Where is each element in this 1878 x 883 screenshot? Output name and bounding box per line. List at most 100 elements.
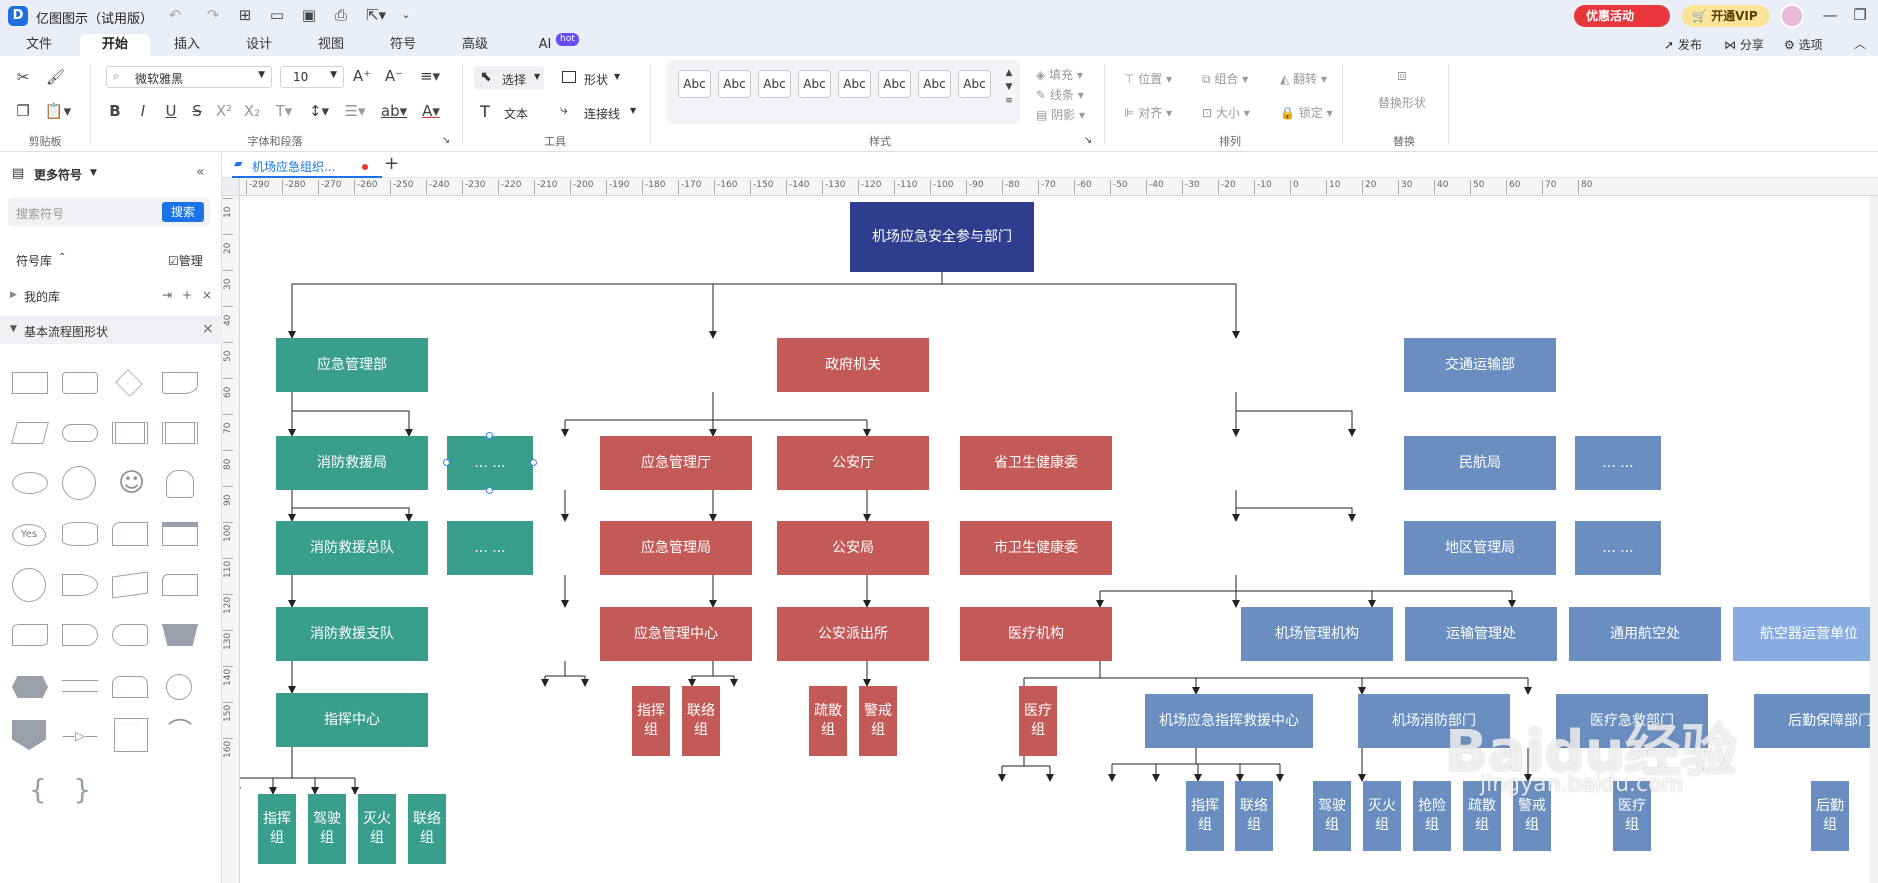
bold-icon[interactable]: B (109, 102, 121, 120)
close-icon[interactable]: × (202, 321, 214, 337)
org-node-medical-org[interactable]: 医疗机构 (960, 607, 1112, 661)
org-node-health-province[interactable]: 省卫生健康委 (960, 436, 1112, 490)
text-case-icon[interactable]: T▾ (275, 102, 293, 120)
org-node-team-rescue[interactable]: 抢险组 (1413, 781, 1451, 851)
chevron-down-icon[interactable]: ▼ (90, 168, 97, 178)
gallery-scroll-icon[interactable]: ▲▼≡ (1005, 68, 1013, 106)
increase-font-icon[interactable]: A⁺ (352, 67, 372, 85)
org-node-government[interactable]: 政府机关 (777, 338, 929, 392)
org-node-team-logistics[interactable]: 后勤组 (1811, 781, 1849, 851)
replace-shape-button[interactable]: 替换形状 (1378, 96, 1427, 110)
share-button[interactable]: ⋈ 分享 (1724, 36, 1764, 53)
org-node-team-fire[interactable]: 灭火组 (358, 794, 396, 864)
org-node-airport-rescue-center[interactable]: 机场应急指挥救援中心 (1145, 694, 1313, 748)
org-node-team-liaison[interactable]: 联络组 (682, 686, 720, 756)
group-button[interactable]: ⧉ 组合 ▾ (1202, 72, 1249, 86)
minimize-icon[interactable]: — (1822, 6, 1838, 24)
style-swatch-3[interactable]: Abc (758, 70, 791, 98)
org-node-aircraft-operator[interactable]: 航空器运营单位 (1733, 607, 1878, 661)
subscript-icon[interactable]: X₂ (243, 102, 261, 120)
org-node-emergency-office[interactable]: 应急管理厅 (600, 436, 752, 490)
shape-circle-2[interactable] (12, 568, 46, 602)
org-node-team-liaison[interactable]: 联络组 (1235, 781, 1273, 851)
org-node-police-station[interactable]: 公安派出所 (777, 607, 929, 661)
strikethrough-icon[interactable]: S (192, 102, 202, 120)
shape-manual-operation[interactable] (162, 624, 198, 646)
connector-tool-button[interactable]: ⤷ 连接线 ▼ (556, 100, 646, 124)
org-node-team-fire[interactable]: 灭火组 (1363, 781, 1401, 851)
shape-yes-oval[interactable]: Yes (12, 524, 46, 546)
org-node-regional[interactable]: 地区管理局 (1404, 521, 1556, 575)
style-swatch-2[interactable]: Abc (718, 70, 751, 98)
tab-design[interactable]: 设计 (245, 37, 272, 52)
org-node-team-liaison[interactable]: 联络组 (408, 794, 446, 864)
org-node-caac[interactable]: 民航局 (1404, 436, 1556, 490)
shape-direct-data[interactable] (62, 574, 98, 596)
select-tool-button[interactable]: ⬉ 选择 ▼ (474, 66, 544, 90)
tab-home[interactable]: 开始 (80, 34, 150, 56)
org-node-emergency-dept[interactable]: 应急管理部 (276, 338, 428, 392)
highlight-icon[interactable]: ab▾ (380, 102, 408, 120)
style-swatch-6[interactable]: Abc (878, 70, 911, 98)
org-node-health-city[interactable]: 市卫生健康委 (960, 521, 1112, 575)
org-node-fire-bureau[interactable]: 消防救援局 (276, 436, 428, 490)
align-button[interactable]: ⊫ 对齐 ▾ (1124, 106, 1173, 120)
shape-rectangle-2[interactable] (162, 574, 198, 596)
org-node-team-drive[interactable]: 驾驶组 (1313, 781, 1351, 851)
font-size-select[interactable]: 10 ▼ (280, 66, 344, 88)
vertical-scrollbar[interactable] (1870, 196, 1878, 883)
org-node-transport-mgmt[interactable]: 运输管理处 (1405, 607, 1557, 661)
tab-advanced[interactable]: 高级 (461, 37, 488, 52)
org-node-ellipsis-selected[interactable]: ... ... (447, 436, 533, 490)
arc-icon[interactable]: ⌒ (168, 717, 192, 745)
shape-connector-circle[interactable] (166, 674, 192, 700)
shape-delay[interactable] (62, 624, 98, 646)
org-node-transport[interactable]: 交通运输部 (1404, 338, 1556, 392)
shape-circle[interactable] (62, 466, 96, 500)
shape-document[interactable] (162, 372, 198, 394)
org-node-root[interactable]: 机场应急安全参与部门 (850, 202, 1034, 272)
promo-button[interactable]: 优惠活动 (1574, 5, 1670, 27)
style-swatch-4[interactable]: Abc (798, 70, 831, 98)
font-color-icon[interactable]: A▾ (422, 102, 440, 120)
document-tab[interactable]: ▰ 机场应急组织... (232, 152, 382, 178)
copy-icon[interactable]: ❐ (16, 102, 30, 120)
new-tab-button[interactable]: + (384, 153, 400, 174)
restore-icon[interactable]: ❐ (1853, 6, 1867, 24)
tab-file[interactable]: 文件 (25, 37, 52, 52)
shape-parallel-lines[interactable] (62, 680, 98, 692)
shape-predefined-process[interactable] (112, 422, 148, 444)
org-node-team-medical[interactable]: 医疗组 (1613, 781, 1651, 851)
font-family-select[interactable]: ⌕ 微软雅黑 ▼ (106, 66, 272, 88)
shape-data[interactable] (11, 422, 49, 444)
shadow-button[interactable]: ▤ 阴影 ▾ (1036, 108, 1086, 122)
customize-toolbar-icon[interactable]: ⌄ (401, 8, 411, 21)
shape-database[interactable] (62, 522, 98, 546)
shape-preparation[interactable] (12, 676, 48, 698)
redo-icon[interactable]: ↷ (206, 6, 220, 24)
tab-ai[interactable]: AI (538, 37, 552, 52)
lock-button[interactable]: 🔒 锁定 ▾ (1280, 106, 1333, 120)
org-node-command-center[interactable]: 指挥中心 (276, 693, 428, 747)
replace-shape-icon[interactable]: ⧈ (1397, 66, 1407, 84)
org-node-team-evac[interactable]: 疏散组 (1463, 781, 1501, 851)
org-node-emergency-center[interactable]: 应急管理中心 (600, 607, 752, 661)
export-icon[interactable]: ⇱▾ (365, 6, 387, 24)
shape-internal-storage[interactable] (162, 522, 198, 546)
shape-loop-limit[interactable] (112, 676, 148, 698)
shape-offpage[interactable] (12, 720, 46, 750)
flip-button[interactable]: ◭ 翻转 ▾ (1280, 72, 1327, 86)
italic-icon[interactable]: I (140, 102, 146, 120)
symbol-search-box[interactable]: 搜索符号 搜索 (8, 198, 210, 226)
text-align-icon[interactable]: ≡▾ (419, 67, 441, 85)
tab-symbol[interactable]: 符号 (389, 37, 416, 52)
collapse-ribbon-icon[interactable]: ︿ (1853, 37, 1866, 51)
position-button[interactable]: ⊤ 位置 ▾ (1124, 72, 1173, 86)
arrow-connector-icon[interactable]: —▷— (62, 729, 98, 744)
save-icon[interactable]: ▣ (301, 6, 317, 24)
org-node-team-drive[interactable]: 驾驶组 (308, 794, 346, 864)
font-dialog-launcher-icon[interactable]: ↘ (441, 135, 451, 146)
org-node-team-guard[interactable]: 警戒组 (859, 686, 897, 756)
tab-insert[interactable]: 插入 (173, 37, 200, 52)
shape-rounded-rectangle[interactable] (62, 372, 98, 394)
